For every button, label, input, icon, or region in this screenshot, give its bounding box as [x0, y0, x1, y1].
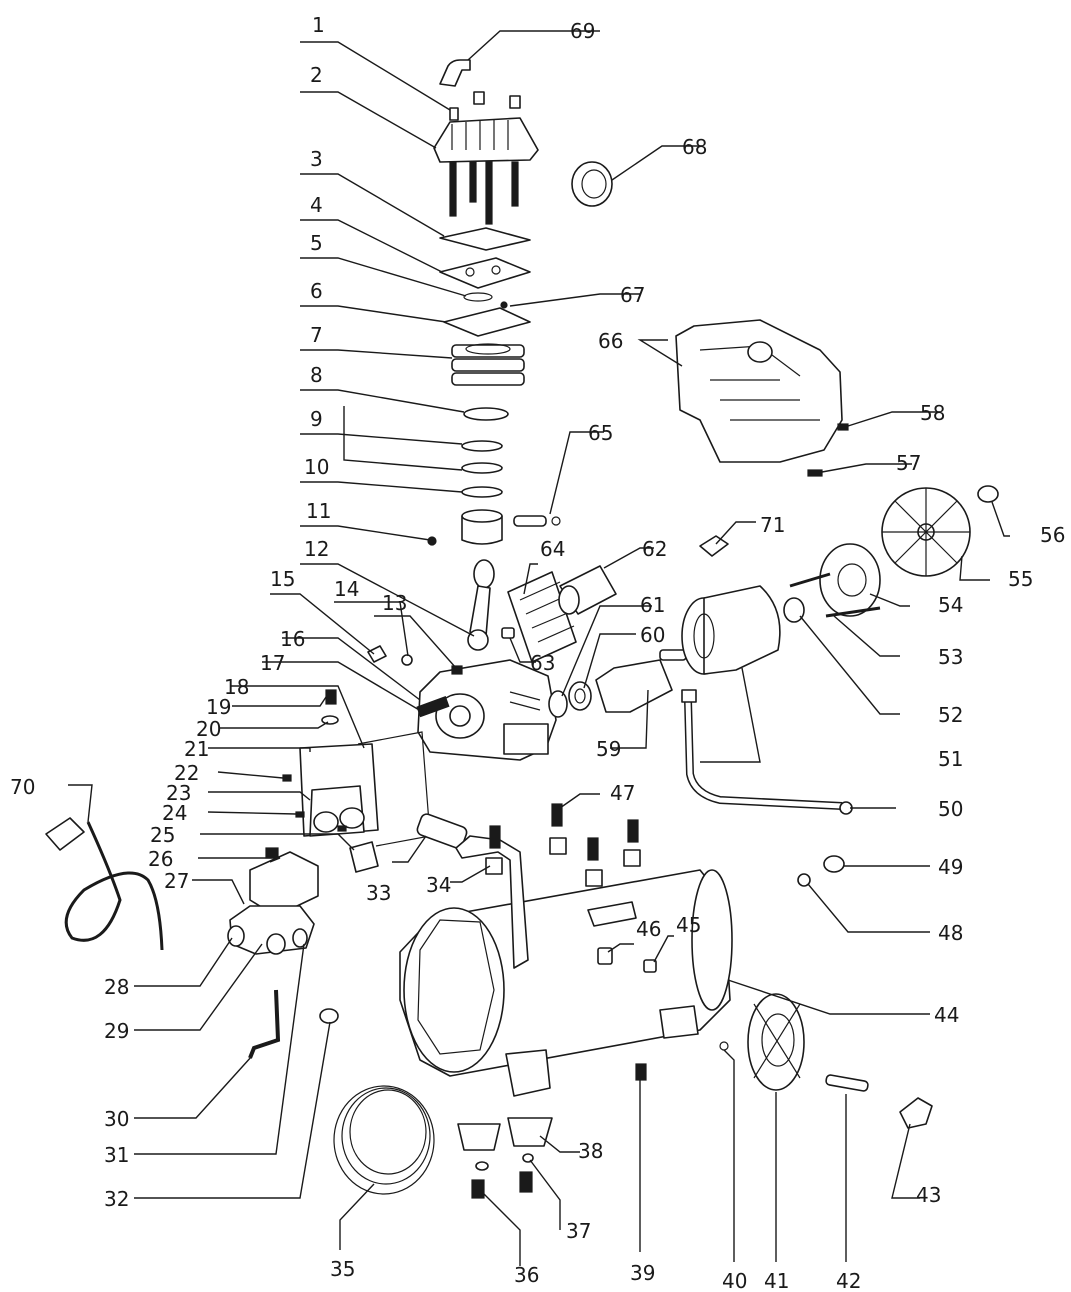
callout-22: 22: [174, 761, 199, 785]
callout-66: 66: [598, 329, 623, 353]
callout-39: 39: [630, 1261, 655, 1285]
callout-labels: 1 2 3 4 5 6 7 8 9 10 11 12 13 14 15 16 1…: [10, 13, 1065, 1292]
callout-56: 56: [1040, 523, 1065, 547]
callout-40: 40: [722, 1269, 747, 1292]
callout-18: 18: [224, 675, 249, 699]
callout-7: 7: [310, 323, 323, 347]
callout-54: 54: [938, 593, 963, 617]
callout-23: 23: [166, 781, 191, 805]
callout-55: 55: [1008, 567, 1033, 591]
callout-63: 63: [530, 651, 555, 675]
callout-37: 37: [566, 1219, 591, 1243]
callout-20: 20: [196, 717, 221, 741]
feet-and-wheels: [457, 993, 933, 1199]
callout-25: 25: [150, 823, 175, 847]
callout-29: 29: [104, 1019, 129, 1043]
callout-52: 52: [938, 703, 963, 727]
callout-17: 17: [260, 651, 285, 675]
callout-38: 38: [578, 1139, 603, 1163]
callout-6: 6: [310, 279, 323, 303]
callout-58: 58: [920, 401, 945, 425]
callout-71: 71: [760, 513, 785, 537]
callout-44: 44: [934, 1003, 959, 1027]
callout-3: 3: [310, 147, 323, 171]
tank-assembly: [399, 689, 853, 1097]
callout-47: 47: [610, 781, 635, 805]
callout-67: 67: [620, 283, 645, 307]
cylinder-head-assembly: [427, 59, 561, 651]
callout-48: 48: [938, 921, 963, 945]
callout-49: 49: [938, 855, 963, 879]
callout-60: 60: [640, 623, 665, 647]
callout-30: 30: [104, 1107, 129, 1131]
callout-33: 33: [366, 881, 391, 905]
callout-8: 8: [310, 363, 323, 387]
callout-21: 21: [184, 737, 209, 761]
callout-41: 41: [764, 1269, 789, 1292]
callout-70: 70: [10, 775, 35, 799]
callout-5: 5: [310, 231, 323, 255]
callout-45: 45: [676, 913, 701, 937]
callout-32: 32: [104, 1187, 129, 1211]
callout-62: 62: [642, 537, 667, 561]
callout-1: 1: [312, 13, 325, 37]
callout-59: 59: [596, 737, 621, 761]
callout-68: 68: [682, 135, 707, 159]
callout-51: 51: [938, 747, 963, 771]
callout-61: 61: [640, 593, 665, 617]
callout-53: 53: [938, 645, 963, 669]
callout-42: 42: [836, 1269, 861, 1292]
callout-36: 36: [514, 1263, 539, 1287]
motor-assembly: [500, 161, 999, 718]
callout-31: 31: [104, 1143, 129, 1167]
callout-34: 34: [426, 873, 451, 897]
callout-9: 9: [310, 407, 323, 431]
callout-27: 27: [164, 869, 189, 893]
callout-14: 14: [334, 577, 359, 601]
callout-46: 46: [636, 917, 661, 941]
callout-16: 16: [280, 627, 305, 651]
callout-57: 57: [896, 451, 921, 475]
pressure-switch-assembly: [45, 817, 435, 1195]
callout-2: 2: [310, 63, 323, 87]
callout-69: 69: [570, 19, 595, 43]
callout-65: 65: [588, 421, 613, 445]
callout-43: 43: [916, 1183, 941, 1207]
callout-10: 10: [304, 455, 329, 479]
leader-lines: [68, 30, 1010, 1266]
callout-35: 35: [330, 1257, 355, 1281]
callout-12: 12: [304, 537, 329, 561]
callout-64: 64: [540, 537, 565, 561]
callout-15: 15: [270, 567, 295, 591]
callout-19: 19: [206, 695, 231, 719]
callout-13: 13: [382, 591, 407, 615]
side-cover-assembly: [282, 689, 468, 873]
crankcase-assembly: [367, 645, 557, 761]
callout-26: 26: [148, 847, 173, 871]
callout-4: 4: [310, 193, 323, 217]
callout-50: 50: [938, 797, 963, 821]
callout-28: 28: [104, 975, 129, 999]
callout-11: 11: [306, 499, 331, 523]
callout-24: 24: [162, 801, 187, 825]
